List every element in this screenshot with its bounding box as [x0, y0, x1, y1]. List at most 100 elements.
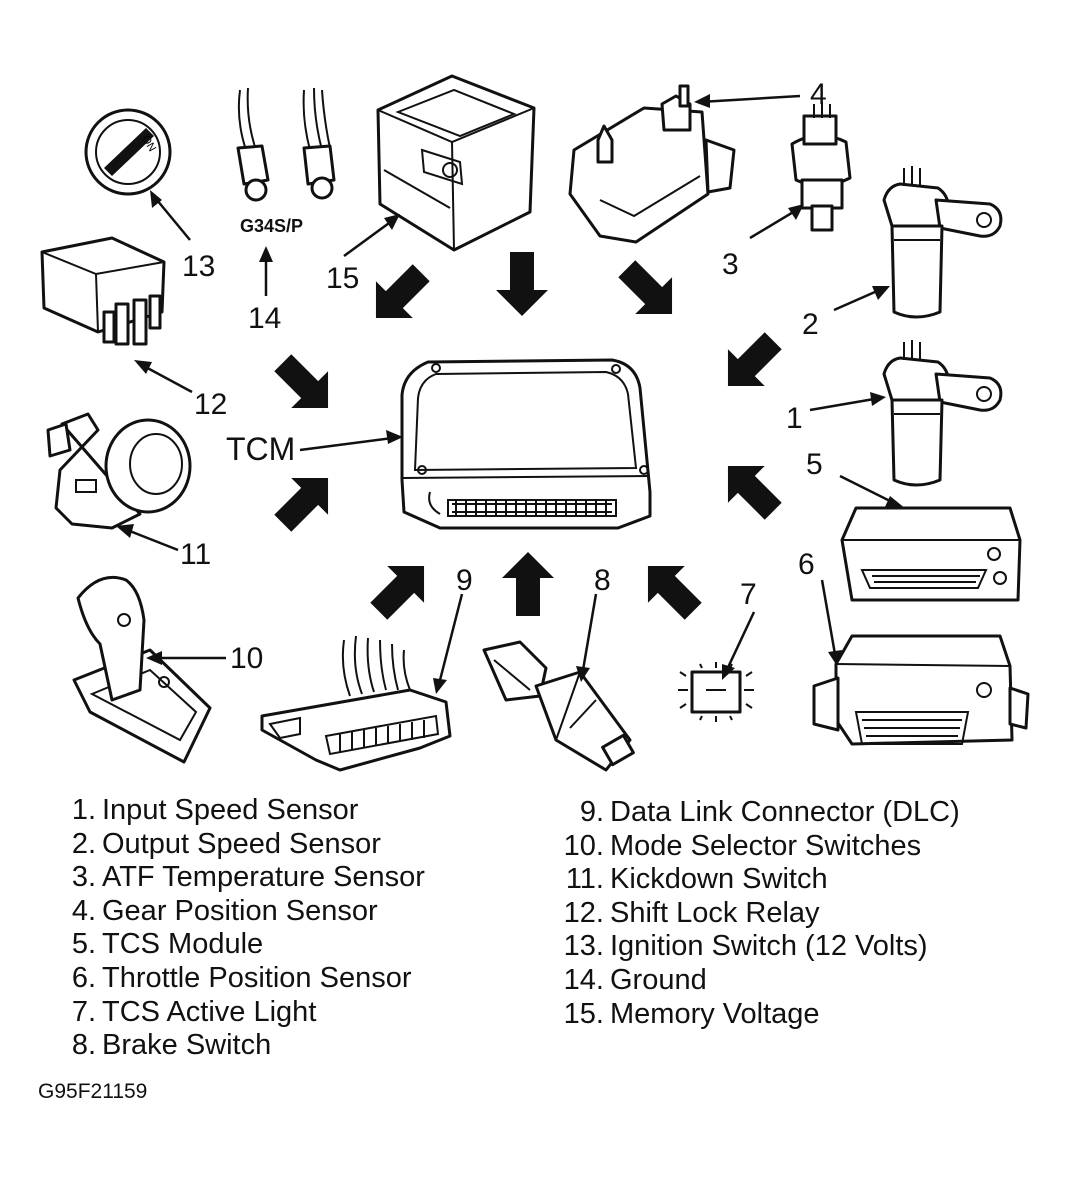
leader-9-head: [433, 678, 447, 694]
arrow-from-9: [370, 565, 425, 620]
legend-item: 14.Ground: [556, 964, 960, 998]
arrow-from-top: [496, 252, 548, 316]
shift-lock-relay: [40, 236, 166, 346]
arrow-from-8: [502, 552, 554, 616]
input-speed-sensor: [882, 340, 1003, 487]
brake-switch: [482, 640, 635, 772]
legend-number: 1.: [71, 794, 96, 826]
legend-item: 10.Mode Selector Switches: [556, 830, 960, 864]
arrow-from-11: [274, 477, 329, 532]
legend-item: 1.Input Speed Sensor: [60, 794, 425, 828]
legend-text: Ground: [610, 963, 707, 996]
legend-item: 5.TCS Module: [60, 928, 425, 962]
kickdown-switch: [46, 412, 192, 530]
arrow-from-12: [274, 354, 329, 409]
arrow-from-4: [618, 260, 673, 315]
callout-1: 1: [786, 402, 803, 435]
leader-12-head: [134, 360, 152, 374]
legend-number: 4.: [71, 894, 96, 927]
callout-4: 4: [810, 78, 827, 111]
arrow-from-5: [727, 465, 782, 520]
legend-item: 4.Gear Position Sensor: [60, 895, 425, 929]
callout-7: 7: [740, 578, 757, 611]
legend-text: Kickdown Switch: [610, 863, 828, 896]
callout-13: 13: [182, 250, 215, 283]
leader-6: [820, 579, 838, 661]
arrow-from-1-2: [727, 332, 782, 387]
legend-text: Mode Selector Switches: [610, 829, 922, 862]
legend-text: Memory Voltage: [610, 997, 820, 1030]
leader-15-head: [384, 214, 400, 230]
legend-item: 8.Brake Switch: [60, 1029, 425, 1063]
tcm-label: TCM: [226, 431, 295, 467]
leader-7: [722, 611, 756, 677]
callout-9: 9: [456, 564, 473, 597]
legend-text: TCS Module: [102, 928, 264, 961]
legend-number: 13.: [563, 930, 604, 963]
ignition-switch: ON: [84, 108, 172, 196]
legend-item: 9.Data Link Connector (DLC): [556, 796, 960, 830]
tcm-leader: [299, 435, 401, 452]
leader-10-head: [146, 651, 162, 665]
ground-connectors: [236, 87, 336, 202]
ground-label: G34S/P: [240, 216, 303, 236]
leader-7-head: [722, 664, 735, 680]
gear-position-sensor: [568, 84, 736, 244]
leader-4-head: [694, 94, 710, 108]
legend-number: 15.: [563, 997, 604, 1030]
legend-text: Gear Position Sensor: [102, 894, 378, 927]
leader-1: [809, 396, 881, 412]
legend-number: 6.: [71, 961, 96, 994]
legend-item: 12.Shift Lock Relay: [556, 897, 960, 931]
legend-item: 13.Ignition Switch (12 Volts): [556, 930, 960, 964]
throttle-position-sensor: [812, 634, 1030, 746]
output-speed-sensor: [882, 166, 1003, 319]
legend-text: Output Speed Sensor: [102, 827, 381, 860]
leader-6-head: [828, 650, 842, 666]
legend-item: 7.TCS Active Light: [60, 996, 425, 1030]
legend-number: 2.: [71, 827, 96, 860]
leader-2-head: [872, 286, 890, 300]
legend-item: 15.Memory Voltage: [556, 998, 960, 1032]
legend-item: 3.ATF Temperature Sensor: [60, 861, 425, 895]
callout-11: 11: [180, 538, 211, 571]
leader-3-head: [788, 204, 804, 220]
legend-item: 11.Kickdown Switch: [556, 863, 960, 897]
legend-text: Ignition Switch (12 Volts): [610, 930, 928, 963]
leader-1-head: [870, 392, 886, 406]
leader-14-head: [259, 246, 273, 262]
leader-4: [699, 94, 801, 104]
leader-8-head: [576, 666, 590, 682]
legend-item: 6.Throttle Position Sensor: [60, 962, 425, 996]
legend-number: 5.: [71, 928, 96, 961]
leader-11-head: [116, 524, 134, 538]
atf-temperature-sensor: [790, 102, 852, 232]
arrow-from-15: [375, 264, 430, 319]
legend-text: TCS Active Light: [102, 995, 317, 1028]
legend-right: 9.Data Link Connector (DLC) 10.Mode Sele…: [556, 796, 960, 1031]
leader-15: [343, 216, 397, 258]
legend-text: Brake Switch: [102, 1029, 272, 1062]
legend-number: 7.: [71, 995, 96, 1028]
tcm-unit: [400, 358, 652, 530]
legend-number: 14.: [563, 963, 604, 996]
legend-number: 10.: [563, 829, 604, 862]
leader-5-head: [884, 496, 906, 509]
legend-item: 2.Output Speed Sensor: [60, 828, 425, 862]
legend-text: Data Link Connector (DLC): [610, 796, 960, 828]
data-link-connector: [260, 635, 452, 772]
figure-id: G95F21159: [38, 1080, 148, 1103]
legend-text: Shift Lock Relay: [610, 896, 820, 929]
legend-number: 12.: [563, 896, 604, 929]
callout-8: 8: [594, 564, 611, 597]
legend-left: 1.Input Speed Sensor 2.Output Speed Sens…: [60, 794, 425, 1063]
callout-3: 3: [722, 248, 739, 281]
mode-selector-switch: [72, 575, 212, 764]
callout-12: 12: [194, 388, 227, 421]
arrow-from-7: [647, 565, 702, 620]
leader-13-head: [150, 190, 162, 208]
legend-number: 3.: [71, 861, 96, 894]
callout-2: 2: [802, 308, 819, 341]
leader-8: [580, 593, 598, 677]
callout-5: 5: [806, 448, 823, 481]
